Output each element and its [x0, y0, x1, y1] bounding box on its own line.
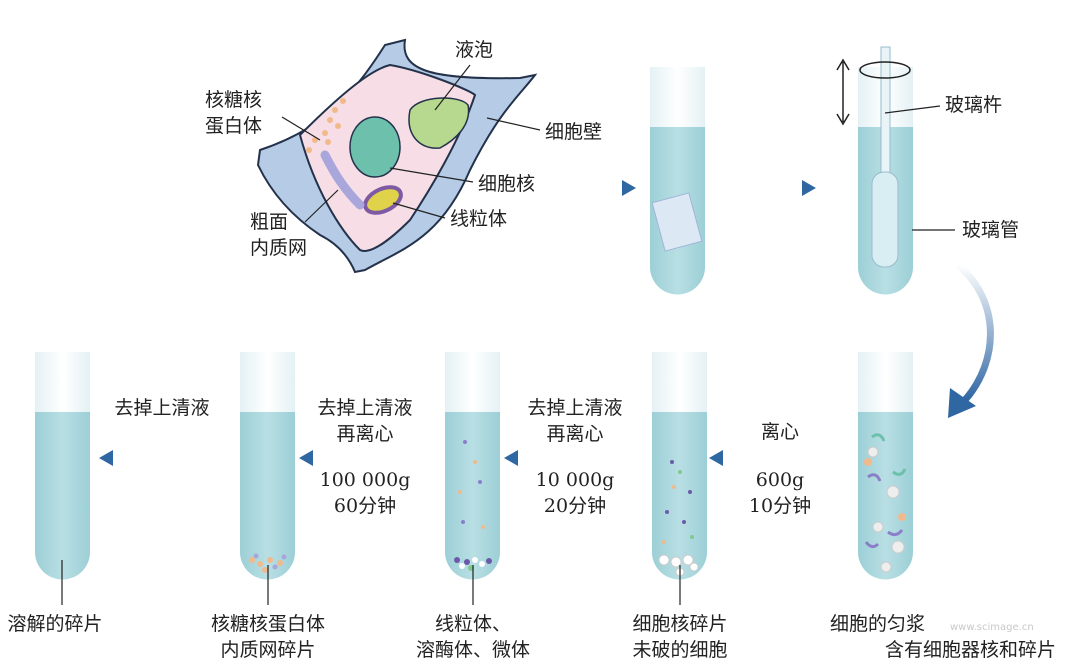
step1-force: 600g: [756, 469, 804, 491]
step2-force: 10 000g: [536, 469, 615, 491]
step3-action-1: 去掉上清液: [317, 397, 412, 419]
arrowhead: [948, 388, 976, 418]
step-1: 离心 600g 10分钟: [749, 421, 811, 517]
step4-action: 去掉上清液: [114, 397, 209, 419]
label-nuclei-1: 细胞核碎片: [632, 613, 727, 635]
label-rer-1: 粗面: [250, 211, 288, 233]
glass-rod-shape: [871, 171, 899, 268]
step1-time: 10分钟: [749, 495, 811, 517]
label-homogenate-1: 细胞的匀浆: [830, 613, 925, 635]
step3-force: 100 000g: [320, 469, 411, 491]
step3-time: 60分钟: [334, 495, 396, 517]
step3-action-2: 再离心: [336, 423, 393, 445]
arrowhead: [622, 180, 636, 196]
label-ribo-1: 核糖核蛋白体: [211, 613, 325, 635]
ribosomes: [306, 98, 346, 153]
tube-ribosomes: [240, 352, 295, 580]
plant-cell: 液泡 核糖核 蛋白体 细胞壁 细胞核 线粒体 粗面 内质网: [205, 38, 602, 274]
nucleus-shape: [349, 116, 401, 178]
up-down-arrow-icon: [836, 58, 850, 126]
rough-er-shape: [320, 150, 365, 210]
step-2: 去掉上清液 再离心 10 000g 20分钟: [527, 397, 622, 517]
arrowhead: [299, 450, 313, 466]
step2-action-1: 去掉上清液: [527, 397, 622, 419]
arrowhead: [709, 450, 723, 466]
label-glass-rod: 玻璃杵: [945, 94, 1002, 116]
watermark: www.scimage.cn: [950, 622, 1034, 633]
label-cell-wall: 细胞壁: [545, 121, 602, 143]
step-3: 去掉上清液 再离心 100 000g 60分钟: [317, 397, 412, 517]
tube-nuclei: [652, 352, 707, 580]
mitochondrion-shape: [363, 185, 403, 215]
rotation-icon: [859, 61, 911, 79]
arrowhead: [504, 450, 518, 466]
tube-homogenate: [858, 352, 913, 580]
arrowhead: [99, 450, 113, 466]
label-glass-tube: 玻璃管: [962, 219, 1019, 241]
label-mito-1: 线粒体、: [435, 613, 511, 635]
step2-action-2: 再离心: [546, 423, 603, 445]
vacuole-shape: [408, 97, 470, 149]
label-vacuole: 液泡: [455, 39, 493, 61]
label-ribosome-2: 蛋白体: [205, 115, 262, 137]
curved-arrow: [955, 262, 994, 403]
label-mitochondria: 线粒体: [450, 208, 507, 230]
tube-soluble: [35, 352, 90, 580]
label-ribo-2: 内质网碎片: [220, 639, 315, 661]
label-mito-2: 溶酶体、微体: [416, 639, 530, 661]
label-nucleus: 细胞核: [478, 173, 535, 195]
tube-tissue: [650, 67, 705, 295]
tube-mitochondria: [445, 352, 500, 580]
label-nuclei-2: 未破的细胞: [632, 639, 727, 661]
label-homogenate-2: 含有细胞器核和碎片: [885, 639, 1056, 661]
tube-homogenizer: [858, 46, 913, 295]
step1-action: 离心: [761, 421, 799, 443]
label-soluble: 溶解的碎片: [7, 613, 102, 635]
arrowhead: [802, 180, 816, 196]
label-ribosome-1: 核糖核: [205, 89, 262, 111]
step2-time: 20分钟: [544, 495, 606, 517]
label-rer-2: 内质网: [250, 237, 307, 259]
